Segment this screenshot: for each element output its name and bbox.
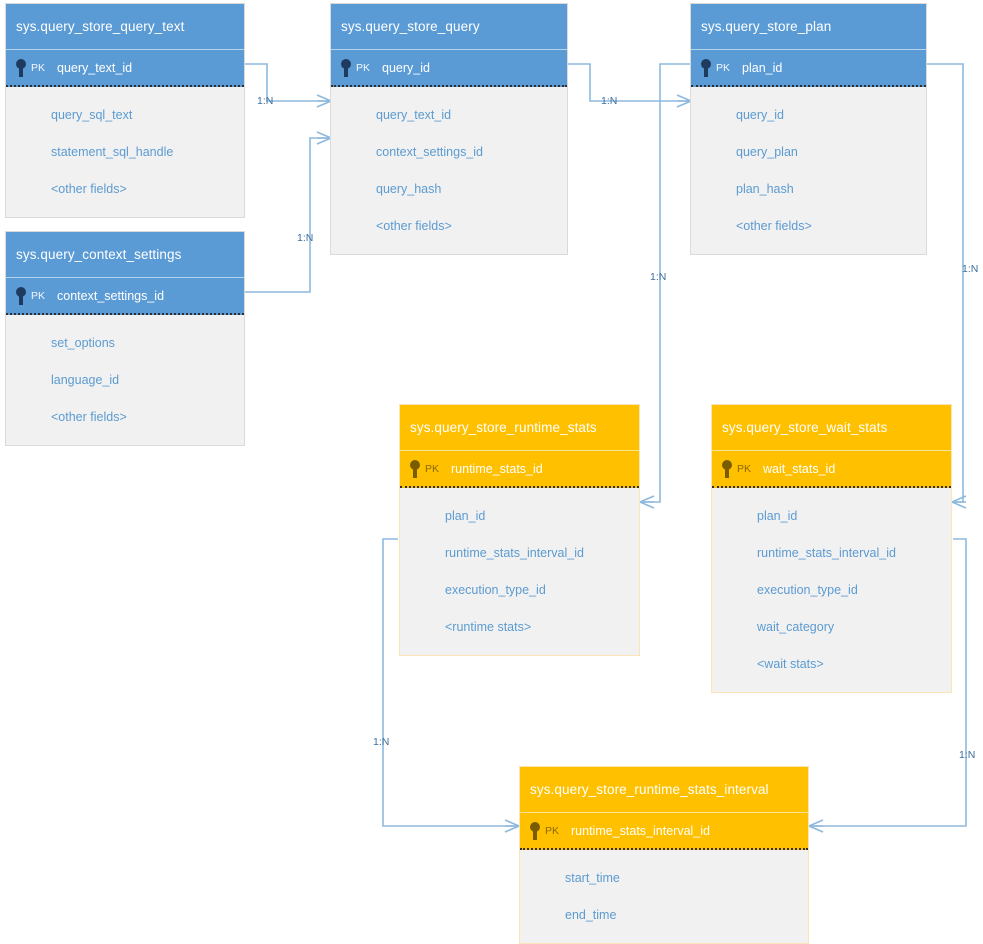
pk-tag: PK (31, 61, 46, 74)
primary-key-row[interactable]: PK wait_stats_id (712, 450, 951, 488)
pk-tag: PK (737, 462, 752, 475)
field-row[interactable]: <other fields> (376, 218, 452, 233)
field-row[interactable]: <wait stats> (757, 656, 824, 671)
cardinality-label: 1:N (373, 736, 389, 748)
pk-tag: PK (716, 61, 731, 74)
entity-query-context-settings[interactable]: sys.query_context_settings PK context_se… (5, 231, 245, 446)
field-row[interactable]: execution_type_id (757, 582, 858, 597)
pk-field-name: runtime_stats_id (451, 461, 543, 476)
pk-field-name: query_id (382, 60, 430, 75)
field-row[interactable]: wait_category (757, 619, 835, 634)
relationship-query-text-to-query: 1:N (245, 63, 332, 108)
cardinality-label: 1:N (257, 95, 273, 107)
field-row[interactable]: runtime_stats_interval_id (445, 545, 584, 560)
field-list: query_id query_plan plan_hash <other fie… (691, 87, 926, 254)
field-row[interactable]: set_options (51, 335, 115, 350)
pk-field-name: query_text_id (57, 60, 133, 75)
field-row[interactable]: plan_id (757, 508, 798, 523)
pk-tag: PK (356, 61, 371, 74)
field-row[interactable]: query_sql_text (51, 107, 133, 122)
field-row[interactable]: runtime_stats_interval_id (757, 545, 896, 560)
key-icon (16, 58, 26, 77)
field-row[interactable]: context_settings_id (376, 144, 484, 159)
field-row[interactable]: language_id (51, 372, 120, 387)
primary-key-row[interactable]: PK query_id (331, 49, 567, 87)
field-row[interactable]: end_time (565, 907, 617, 922)
field-row[interactable]: statement_sql_handle (51, 144, 174, 159)
key-icon (701, 58, 711, 77)
field-list: query_text_id context_settings_id query_… (331, 87, 567, 254)
pk-tag: PK (545, 824, 560, 837)
field-row[interactable]: <runtime stats> (445, 619, 532, 634)
entity-query-store-query[interactable]: sys.query_store_query PK query_id query_… (330, 3, 568, 255)
field-row[interactable]: plan_hash (736, 181, 794, 196)
key-icon (16, 286, 26, 305)
field-row[interactable]: plan_id (445, 508, 486, 523)
pk-tag: PK (425, 462, 440, 475)
entity-title: sys.query_store_plan (691, 4, 926, 49)
field-row[interactable]: <other fields> (51, 409, 127, 424)
entity-query-store-runtime-stats[interactable]: sys.query_store_runtime_stats PK runtime… (399, 404, 640, 656)
field-row[interactable]: start_time (565, 870, 620, 885)
entity-title: sys.query_context_settings (6, 232, 244, 277)
cardinality-label: 1:N (650, 271, 666, 283)
relationship-query-to-plan: 1:N (568, 63, 692, 108)
key-icon (341, 58, 351, 77)
primary-key-row[interactable]: PK plan_id (691, 49, 926, 87)
entity-title: sys.query_store_runtime_stats_interval (520, 767, 808, 812)
pk-field-name: runtime_stats_interval_id (571, 823, 710, 838)
primary-key-row[interactable]: PK runtime_stats_id (400, 450, 639, 488)
cardinality-label: 1:N (959, 749, 975, 761)
entity-query-store-plan[interactable]: sys.query_store_plan PK plan_id query_id… (690, 3, 927, 255)
field-row[interactable]: query_hash (376, 181, 442, 196)
entity-query-store-runtime-stats-interval[interactable]: sys.query_store_runtime_stats_interval P… (519, 766, 809, 944)
field-row[interactable]: execution_type_id (445, 582, 546, 597)
field-row[interactable]: query_id (736, 107, 784, 122)
entity-title: sys.query_store_query_text (6, 4, 244, 49)
field-row[interactable]: query_text_id (376, 107, 452, 122)
field-list: set_options language_id <other fields> (6, 315, 244, 445)
entity-query-store-wait-stats[interactable]: sys.query_store_wait_stats PK wait_stats… (711, 404, 952, 693)
entity-title: sys.query_store_runtime_stats (400, 405, 639, 450)
pk-field-name: wait_stats_id (763, 461, 836, 476)
pk-tag: PK (31, 289, 46, 302)
field-list: plan_id runtime_stats_interval_id execut… (400, 488, 639, 655)
primary-key-row[interactable]: PK query_text_id (6, 49, 244, 87)
entity-query-store-query-text[interactable]: sys.query_store_query_text PK query_text… (5, 3, 245, 218)
field-list: plan_id runtime_stats_interval_id execut… (712, 488, 951, 692)
cardinality-label: 1:N (297, 232, 313, 244)
pk-field-name: plan_id (742, 60, 783, 75)
entity-title: sys.query_store_query (331, 4, 567, 49)
key-icon (530, 821, 540, 840)
pk-field-name: context_settings_id (57, 288, 165, 303)
primary-key-row[interactable]: PK runtime_stats_interval_id (520, 812, 808, 850)
field-list: start_time end_time (520, 850, 808, 943)
field-list: query_sql_text statement_sql_handle <oth… (6, 87, 244, 217)
relationship-plan-to-runtime-stats: 1:N (639, 63, 690, 509)
cardinality-label: 1:N (962, 263, 978, 275)
field-row[interactable]: <other fields> (736, 218, 812, 233)
field-row[interactable]: query_plan (736, 144, 798, 159)
key-icon (410, 459, 420, 478)
primary-key-row[interactable]: PK context_settings_id (6, 277, 244, 315)
cardinality-label: 1:N (601, 95, 617, 107)
relationship-context-settings-to-query: 1:N (245, 131, 332, 293)
key-icon (722, 459, 732, 478)
field-row[interactable]: <other fields> (51, 181, 127, 196)
entity-title: sys.query_store_wait_stats (712, 405, 951, 450)
